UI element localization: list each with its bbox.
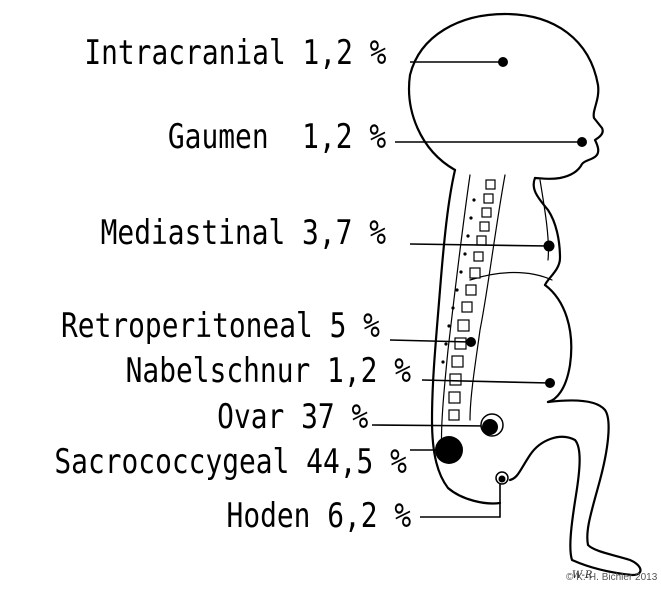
marker-intracranial <box>498 57 508 67</box>
copyright-notice: © K.-H. Bichler 2013 <box>566 572 658 583</box>
label-box-retroperitoneal: Retroperitoneal 5 % <box>0 307 380 345</box>
head-outline <box>408 12 604 180</box>
marker-retroperitoneal <box>466 337 476 347</box>
belly-outline <box>543 283 573 404</box>
leader-nabelschnur <box>421 379 551 384</box>
label-box-hoden: Hoden 6,2 % <box>0 497 411 535</box>
neck-outline <box>532 176 562 287</box>
leader-mediastinal <box>409 243 549 247</box>
label-intracranial: Intracranial 1,2 % <box>83 33 386 73</box>
label-box-mediastinal: Mediastinal 3,7 % <box>0 214 386 252</box>
spine-outline-inner <box>469 174 506 421</box>
marker-nabelschnur <box>545 378 555 388</box>
vertebrae <box>448 179 496 421</box>
markers <box>435 57 587 485</box>
label-hoden: Hoden 6,2 % <box>226 496 411 536</box>
diaphragm <box>469 271 553 281</box>
marker-sacrococcygeal <box>435 436 463 464</box>
leader-lines <box>371 61 582 518</box>
trachea <box>539 179 550 261</box>
label-box-gaumen: Gaumen 1,2 % <box>0 118 386 156</box>
leader-ovar <box>371 424 491 427</box>
label-box-nabelschnur: Nabelschnur 1,2 % <box>0 352 411 390</box>
leg-outline <box>508 399 642 577</box>
label-nabelschnur: Nabelschnur 1,2 % <box>125 351 411 391</box>
leader-retroperitoneal <box>389 339 471 343</box>
label-mediastinal: Mediastinal 3,7 % <box>100 213 386 253</box>
marker-hoden <box>498 475 506 483</box>
label-sacrococcygeal: Sacrococcygeal 44,5 % <box>54 442 407 482</box>
label-box-ovar: Ovar 37 % <box>0 398 368 436</box>
spinal-cord-dots <box>441 198 476 364</box>
label-box-intracranial: Intracranial 1,2 % <box>0 34 386 72</box>
artist-signature: W-R <box>572 570 593 581</box>
marker-mediastinal <box>543 240 555 252</box>
label-gaumen: Gaumen 1,2 % <box>167 117 386 157</box>
back-outline <box>430 168 502 505</box>
label-retroperitoneal: Retroperitoneal 5 % <box>61 306 380 346</box>
label-ovar: Ovar 37 % <box>216 397 368 437</box>
spine-outline <box>440 174 471 456</box>
marker-ovar <box>482 419 498 435</box>
marker-gaumen <box>577 137 587 147</box>
label-box-sacrococcygeal: Sacrococcygeal 44,5 % <box>0 443 407 481</box>
leader-hoden <box>420 481 501 518</box>
